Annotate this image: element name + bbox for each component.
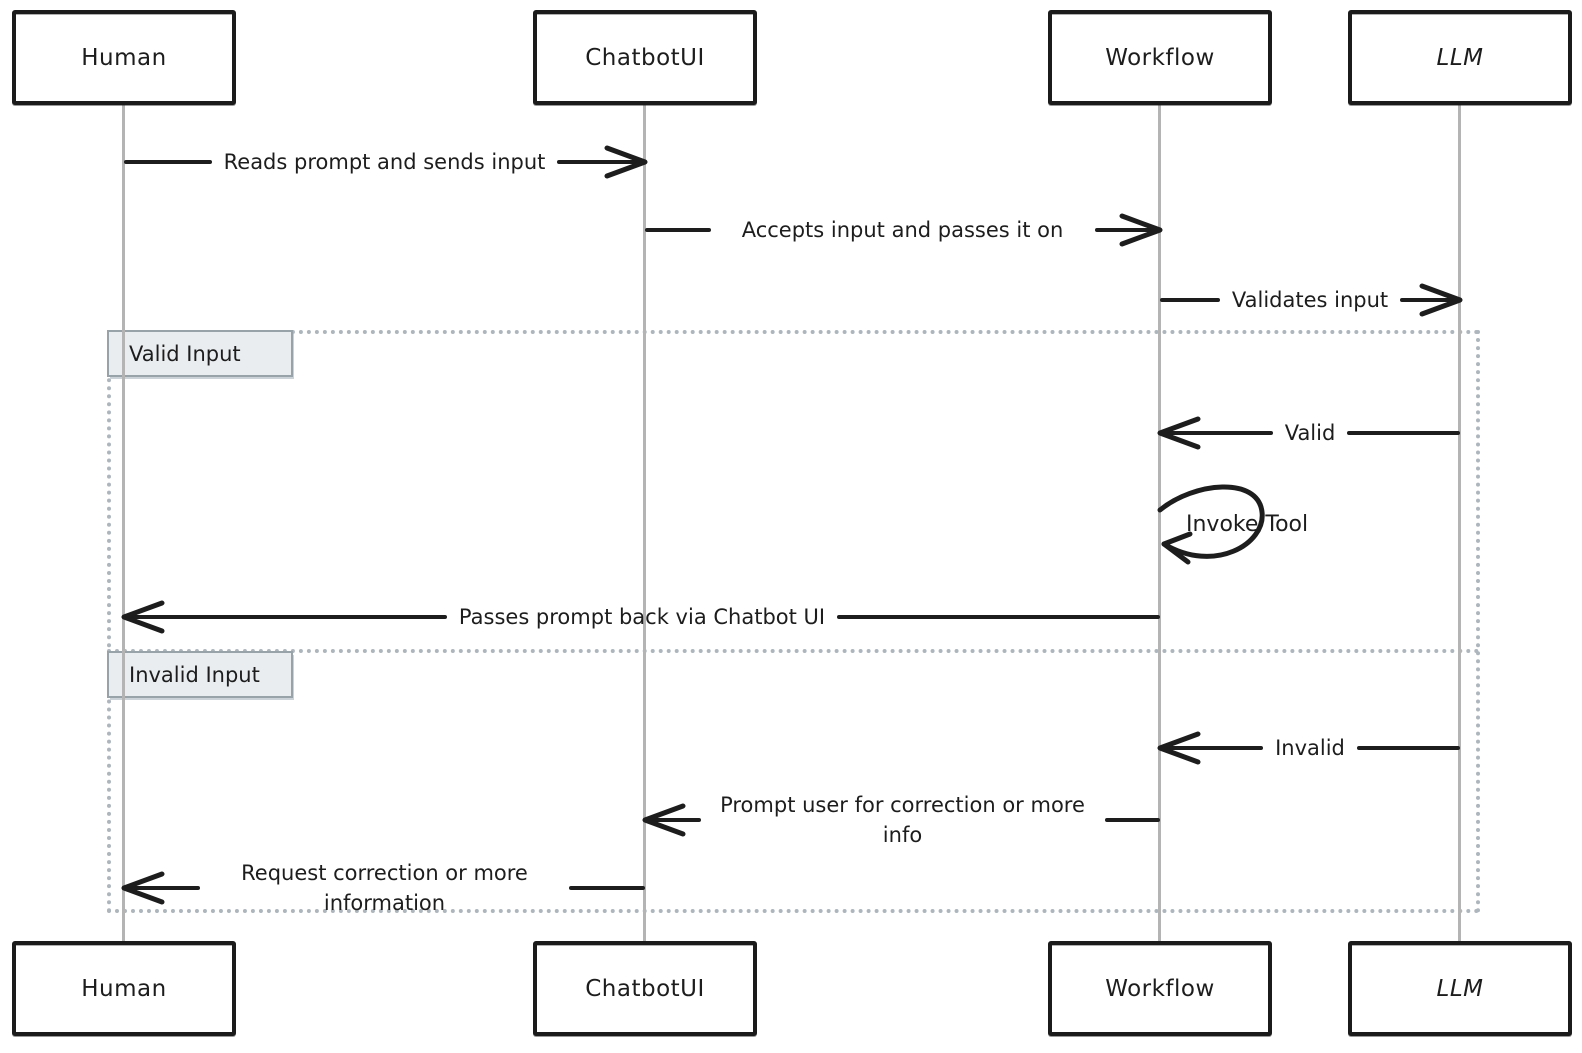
message-line [1160,297,1220,303]
lifeline-human [122,105,125,941]
message-line [645,227,711,233]
message-line [1160,430,1273,436]
message-line [124,159,212,165]
message-line [569,885,645,891]
arrowhead-left-icon [1156,731,1202,765]
message-line [124,885,200,891]
lifeline-llm [1458,105,1461,941]
participant-box-llm-top: LLM [1348,10,1572,105]
message-line [837,614,1161,620]
message-line [557,159,645,165]
alt-section-label-invalid-text: Invalid Input [129,662,260,687]
alt-frame [107,330,1480,913]
lifeline-workflow [1158,105,1161,941]
message-line [1094,227,1160,233]
message-request-correction: Request correction or more information [121,856,645,920]
participant-box-workflow-bottom: Workflow [1048,941,1272,1036]
participant-box-human-top: Human [12,10,236,105]
alt-section-label-valid: Valid Input [107,330,293,377]
participant-name: LLM [1436,44,1484,71]
arrowhead-right-icon [1118,213,1164,247]
arrowhead-left-icon [641,803,687,837]
message-label: Request correction or more information [241,860,528,915]
message-line [1356,745,1460,751]
alt-section-label-invalid: Invalid Input [107,651,293,698]
message-line [645,817,701,823]
participant-box-human-bottom: Human [12,941,236,1036]
message-accepts-input: Accepts input and passes it on [645,198,1163,262]
message-line [1160,745,1264,751]
participant-box-workflow-top: Workflow [1048,10,1272,105]
message-reads-prompt: Reads prompt and sends input [124,145,648,179]
arrowhead-left-icon [1156,416,1202,450]
participant-name: Human [81,44,167,71]
message-valid: Valid [1157,416,1461,450]
lifeline-chatbotui [643,105,646,941]
message-label: Valid [1284,420,1336,445]
message-label: Accepts input and passes it on [741,217,1064,242]
alt-section-label-valid-text: Valid Input [129,341,241,366]
participant-box-chatbotui-top: ChatbotUI [533,10,757,105]
message-label: Reads prompt and sends input [223,149,546,174]
message-prompt-user-correction: Prompt user for correction or more info [642,788,1160,852]
participant-name: LLM [1436,975,1484,1002]
message-validates-input: Validates input [1160,283,1463,317]
message-line [1400,297,1461,303]
message-label: Invalid [1275,735,1345,760]
participant-name: ChatbotUI [585,975,705,1002]
self-loop-label: Invoke Tool [1186,512,1309,537]
self-loop-arrow [1154,478,1286,582]
arrowhead-left-icon [120,871,166,905]
participant-name: Human [81,975,167,1002]
participant-box-chatbotui-bottom: ChatbotUI [533,941,757,1036]
message-label: Passes prompt back via Chatbot UI [458,604,826,629]
message-label: Validates input [1231,287,1389,312]
participant-name: ChatbotUI [585,44,705,71]
message-passes-prompt-back: Passes prompt back via Chatbot UI [121,600,1161,634]
alt-frame-divider [107,649,1480,653]
message-invalid: Invalid [1157,731,1460,765]
participant-name: Workflow [1105,975,1215,1002]
message-line [1347,430,1461,436]
arrowhead-right-icon [603,145,649,179]
message-label: Prompt user for correction or more info [720,792,1085,847]
message-line [1104,817,1160,823]
participant-box-llm-bottom: LLM [1348,941,1572,1036]
message-line [124,614,447,620]
arrowhead-left-icon [120,600,166,634]
participant-name: Workflow [1105,44,1215,71]
arrowhead-right-icon [1418,283,1464,317]
